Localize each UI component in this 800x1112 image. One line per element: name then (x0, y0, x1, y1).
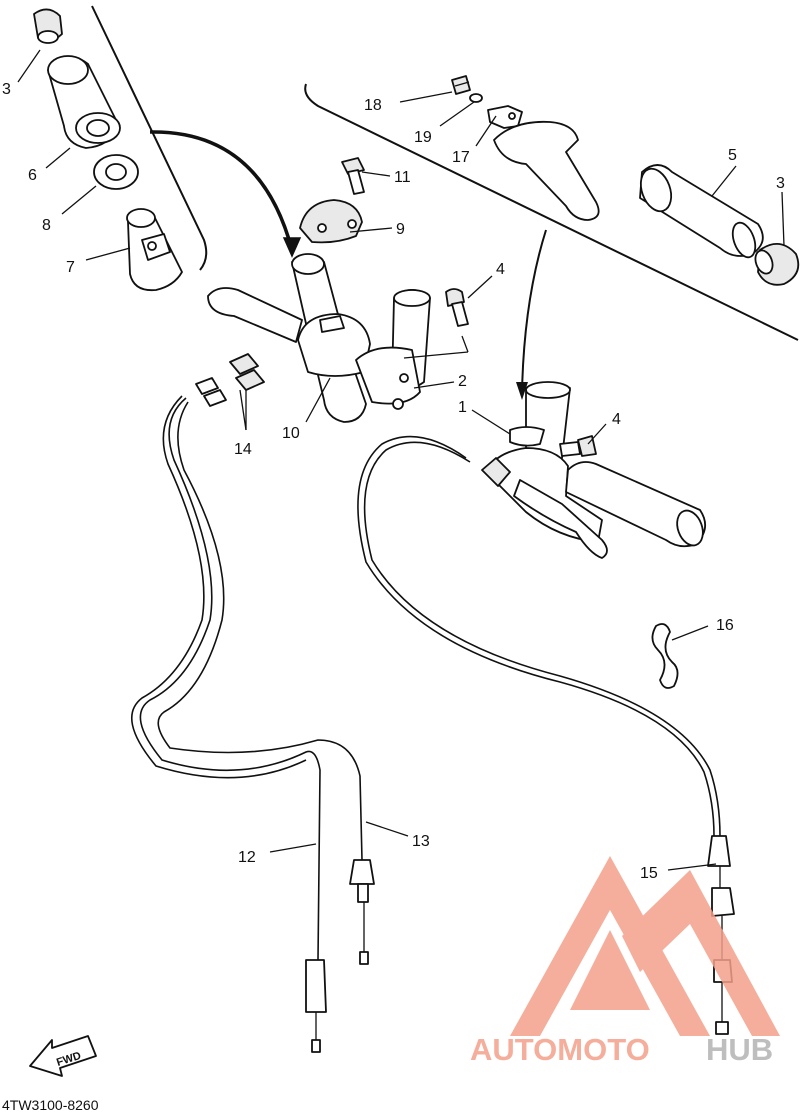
callout-3-left: 3 (2, 81, 11, 98)
callout-13: 13 (412, 833, 430, 850)
washer (469, 93, 483, 103)
housing-cap-bolt (341, 157, 365, 195)
callout-19: 19 (414, 129, 432, 146)
callout-labels: 3 6 8 7 18 19 17 5 3 11 9 4 2 1 4 10 14 … (2, 81, 785, 882)
cable-clip (651, 623, 679, 689)
watermark-triangle-logo (510, 856, 710, 1036)
callout-1: 1 (458, 399, 467, 416)
callout-18: 18 (364, 97, 382, 114)
throttle-cable-pull (130, 395, 327, 1053)
callout-8: 8 (42, 217, 51, 234)
callout-4-lower: 4 (612, 411, 621, 428)
throttle-housing-assembly (207, 157, 469, 423)
left-grip-inset (33, 5, 208, 292)
callout-2: 2 (458, 373, 467, 390)
callout-15: 15 (640, 865, 658, 882)
callout-10: 10 (282, 425, 300, 442)
forward-direction-indicator: FWD (29, 1035, 97, 1077)
callout-6: 6 (28, 167, 37, 184)
callout-9: 9 (396, 221, 405, 238)
callout-11: 11 (394, 169, 411, 186)
throttle-sleeve (126, 208, 183, 292)
clutch-lever (493, 120, 600, 221)
callout-12: 12 (238, 849, 256, 866)
grip-end-cap-left (33, 8, 63, 44)
callout-5: 5 (728, 147, 737, 164)
clamp-bolt-lower (559, 435, 597, 457)
clamp-bolt-upper (445, 288, 469, 327)
callout-3-right: 3 (776, 175, 785, 192)
grip-end-cap-right (754, 243, 800, 286)
assembly-arrow-left (149, 130, 302, 258)
callout-17: 17 (452, 149, 470, 166)
throttle-housing-cap (299, 199, 363, 244)
watermark-brand-primary: AUTOMOTO (470, 1032, 650, 1067)
right-handlebar-grip (639, 164, 764, 259)
diagram-code: 4TW3100-8260 (2, 1097, 99, 1112)
watermark-brand-secondary: HUB (706, 1032, 773, 1067)
left-handlebar-grip (47, 55, 121, 149)
automotohub-watermark: AUTOMOTO HUB (470, 856, 780, 1067)
callout-4-upper: 4 (496, 261, 505, 278)
callout-7: 7 (66, 259, 75, 276)
grip-collar-ring (93, 154, 139, 190)
throttle-cable-return (157, 401, 375, 965)
throttle-cable-adjusters (195, 353, 265, 407)
callout-14: 14 (234, 441, 252, 458)
lever-pivot-bolt (451, 75, 471, 95)
assembly-arrow-right (516, 229, 547, 400)
lever-adjuster-bracket (487, 105, 523, 129)
leader-lines (17, 49, 785, 871)
brake-lever-assembly (481, 381, 706, 559)
right-lever-inset (304, 75, 800, 341)
callout-16: 16 (716, 617, 734, 634)
